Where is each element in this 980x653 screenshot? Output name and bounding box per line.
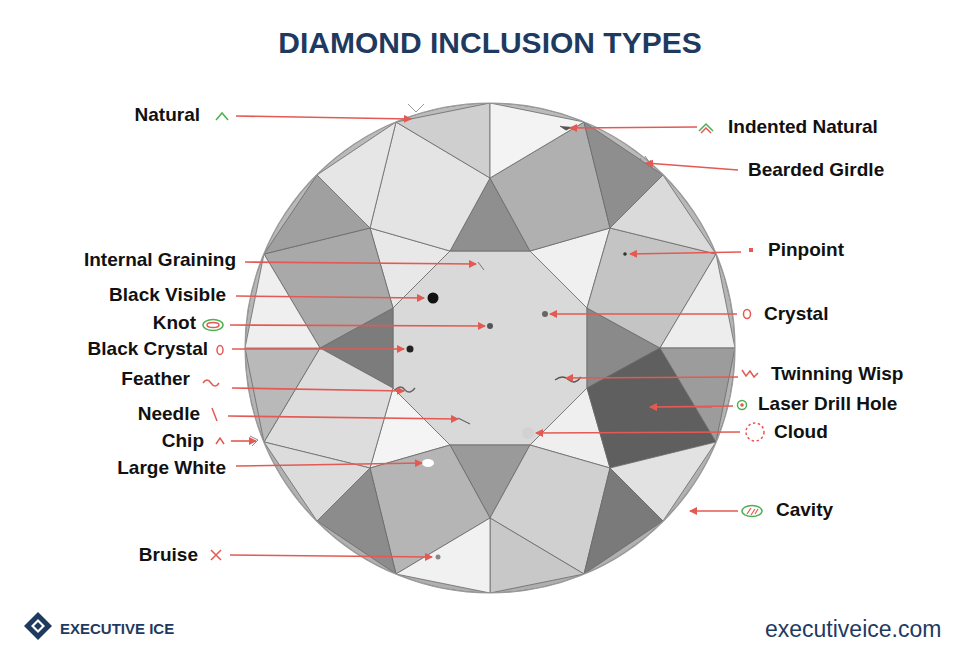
inclusion-label: Knot xyxy=(153,313,196,334)
inclusion-label: Natural xyxy=(135,105,200,126)
inclusion-label: Black Visible xyxy=(109,285,226,306)
inclusion-label: Internal Graining xyxy=(84,250,236,271)
inclusion-label: Large White xyxy=(117,458,226,479)
inclusion-label: Twinning Wisp xyxy=(771,364,903,385)
inclusion-label: Pinpoint xyxy=(768,240,844,261)
inclusion-label: Cloud xyxy=(774,422,828,443)
inclusion-label: Black Crystal xyxy=(88,339,208,360)
inclusion-label: Feather xyxy=(121,369,190,390)
inclusion-symbols xyxy=(203,113,764,560)
inclusion-label: Bruise xyxy=(139,545,198,566)
website-text: executiveice.com xyxy=(765,617,941,642)
inclusion-label: Needle xyxy=(138,404,200,425)
inclusion-label: Laser Drill Hole xyxy=(758,394,897,415)
inclusion-label: Cavity xyxy=(776,500,833,521)
inclusion-label: Chip xyxy=(162,431,204,452)
logo-text: EXECUTIVE ICE xyxy=(60,621,174,638)
inclusion-label: Indented Natural xyxy=(728,117,878,138)
inclusion-label: Bearded Girdle xyxy=(748,160,884,181)
diagram-title: DIAMOND INCLUSION TYPES xyxy=(0,26,980,60)
inclusion-label: Crystal xyxy=(764,304,828,325)
logo-icon xyxy=(24,612,52,640)
leader-arrows xyxy=(228,116,741,557)
